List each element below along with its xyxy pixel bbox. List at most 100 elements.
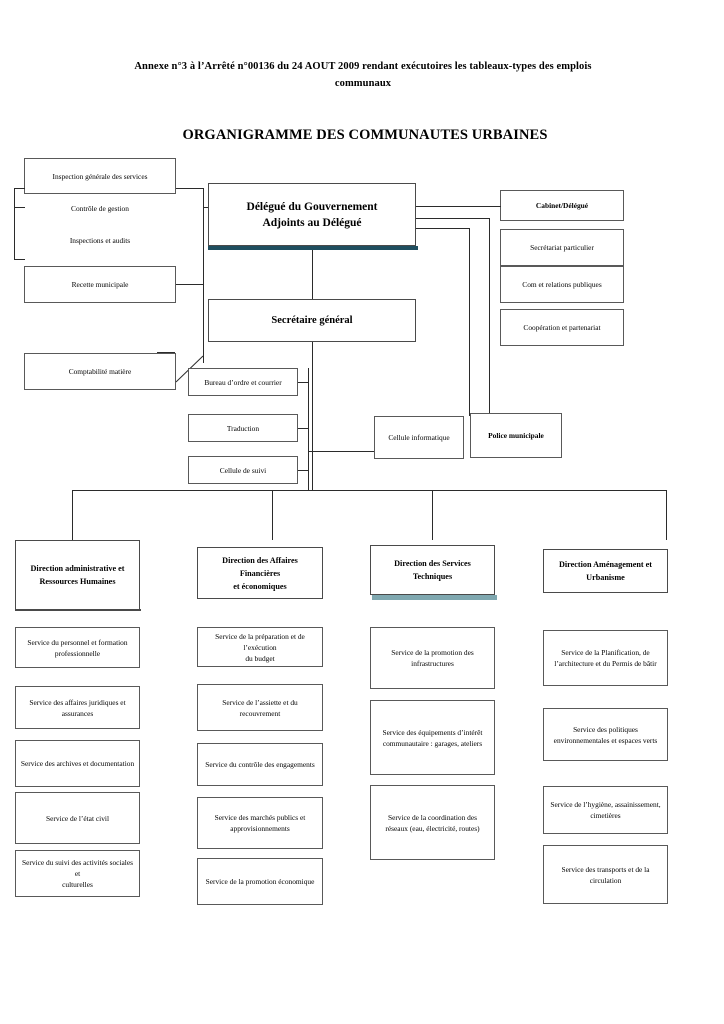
- connector-delegate-to-cabinet: [416, 206, 501, 207]
- direction-1-box[interactable]: Direction administrative et Ressources H…: [15, 540, 140, 610]
- direction-4-service-3[interactable]: Service de l’hygiène, assainissement, ci…: [543, 786, 668, 834]
- staff-police-municipale[interactable]: Police municipale: [470, 413, 562, 458]
- direction-2-box[interactable]: Direction des Affaires Financières et éc…: [197, 547, 323, 599]
- staff-label: Cellule informatique: [388, 433, 450, 442]
- connector-delegate-to-sg: [312, 250, 313, 299]
- service-label: Service des marchés publics et approvisi…: [214, 813, 306, 833]
- direction-title: Direction des Services Techniques: [394, 559, 471, 581]
- direction-4-service-4[interactable]: Service des transports et de la circulat…: [543, 845, 668, 904]
- direction-3-box[interactable]: Direction des Services Techniques: [370, 545, 495, 595]
- direction-1-service-3[interactable]: Service des archives et documentation: [15, 740, 140, 787]
- direction-3-shadow: [372, 595, 497, 600]
- secretary-general-box[interactable]: [208, 299, 416, 342]
- direction-2-service-3[interactable]: Service du contrôle des engagements: [197, 743, 323, 786]
- direction-4-service-2[interactable]: Service des politiques environnementales…: [543, 708, 668, 761]
- direction-3-service-2[interactable]: Service des équipements d’intérêt commun…: [370, 700, 495, 775]
- service-label: Service du personnel et formation profes…: [27, 637, 128, 658]
- bus-drop-direction-1: [72, 490, 73, 540]
- direction-title: Direction des Affaires Financières et éc…: [222, 555, 298, 591]
- staff-label: Police municipale: [488, 431, 544, 440]
- right-item-label: Cabinet/Délégué: [535, 201, 589, 210]
- left-bracket-stub-bottom: [14, 259, 25, 260]
- direction-2-service-4[interactable]: Service des marchés publics et approvisi…: [197, 797, 323, 849]
- secretary-general-label-wrap: Secrétaire général: [208, 299, 416, 342]
- left-item-recette-municipale[interactable]: Recette municipale: [24, 266, 176, 303]
- connector-recette-to-trunk: [176, 284, 204, 285]
- service-label: Service du contrôle des engagements: [205, 760, 315, 769]
- left-item-controle-de-gestion[interactable]: Contrôle de gestion: [24, 198, 176, 218]
- right-item-label: Coopération et partenariat: [523, 323, 601, 332]
- bus-drop-direction-4: [666, 490, 667, 540]
- service-label: Service du suivi des activités sociales …: [21, 858, 134, 889]
- service-label: Service de la Planification, de l’archit…: [554, 648, 657, 668]
- right-item-com-relations-publiques[interactable]: Com et relations publiques: [500, 266, 624, 303]
- delegate-box[interactable]: Délégué du Gouvernement Adjoints au Délé…: [208, 183, 416, 246]
- staff-cellule-informatique[interactable]: Cellule informatique: [374, 416, 464, 459]
- left-item-comptabilite-matiere[interactable]: Comptabilité matière: [24, 353, 176, 390]
- unit-traduction[interactable]: Traduction: [188, 414, 298, 442]
- left-item-label: Inspection générale des services: [52, 171, 148, 181]
- direction-2-service-1[interactable]: Service de la préparation et de l’exécut…: [197, 627, 323, 667]
- right-item-cooperation-partenariat[interactable]: Coopération et partenariat: [500, 309, 624, 346]
- connector-inspection-to-trunk: [176, 188, 204, 189]
- stub-cellule-suivi: [298, 470, 309, 471]
- left-item-label: Inspections et audits: [69, 235, 131, 245]
- connector-trunk-to-delegate: [203, 207, 211, 208]
- direction-2-service-5[interactable]: Service de la promotion économique: [197, 858, 323, 905]
- unit-label: Cellule de suivi: [219, 465, 267, 475]
- service-label: Service des politiques environnementales…: [553, 724, 658, 745]
- right-item-cabinet-delegue[interactable]: Cabinet/Délégué: [500, 190, 624, 221]
- direction-1-service-4[interactable]: Service de l’état civil: [15, 792, 140, 844]
- secretary-general-label: Secrétaire général: [271, 314, 353, 326]
- direction-title: Direction Aménagement et Urbanisme: [558, 560, 653, 582]
- directions-bus-horizontal: [72, 490, 666, 491]
- service-label: Service des archives et documentation: [20, 759, 135, 768]
- service-label: Service de l’assiette et du recouvrement: [222, 697, 298, 718]
- direction-1-service-2[interactable]: Service des affaires juridiques et assur…: [15, 686, 140, 729]
- service-label: Service de la promotion économique: [205, 877, 315, 886]
- right-item-label: Secrétariat particulier: [530, 243, 594, 252]
- left-item-label: Recette municipale: [71, 280, 129, 289]
- service-label: Service des équipements d’intérêt commun…: [382, 727, 483, 748]
- left-bracket-spine: [14, 188, 15, 260]
- connector-spine-to-cellule-info: [308, 451, 374, 452]
- unit-cellule-de-suivi[interactable]: Cellule de suivi: [188, 456, 298, 484]
- direction-3-service-3[interactable]: Service de la coordination des réseaux (…: [370, 785, 495, 860]
- left-item-inspections-et-audits[interactable]: Inspections et audits: [24, 230, 176, 250]
- direction-1-shadow: [15, 609, 141, 611]
- service-label: Service de la coordination des réseaux (…: [385, 812, 480, 833]
- direction-title: Direction administrative et Ressources H…: [30, 564, 125, 586]
- unit-label: Traduction: [226, 423, 260, 433]
- direction-2-service-2[interactable]: Service de l’assiette et du recouvrement: [197, 684, 323, 731]
- service-label: Service des transports et de la circulat…: [561, 864, 650, 885]
- delegate-label: Délégué du Gouvernement Adjoints au Délé…: [246, 200, 378, 229]
- left-item-inspection-generale[interactable]: Inspection générale des services: [24, 158, 176, 194]
- left-item-label: Comptabilité matière: [68, 367, 132, 376]
- connector-drop-police: [489, 218, 490, 417]
- direction-1-service-5[interactable]: Service du suivi des activités sociales …: [15, 850, 140, 897]
- left-bracket-stub-mid: [14, 207, 25, 208]
- left-bracket-stub-top: [14, 188, 25, 189]
- page-title: ORGANIGRAMME DES COMMUNAUTES URBAINES: [182, 127, 548, 143]
- service-label: Service des affaires juridiques et assur…: [29, 697, 126, 718]
- unit-label: Bureau d’ordre et courrier: [204, 377, 282, 387]
- right-item-secretariat-particulier[interactable]: Secrétariat particulier: [500, 229, 624, 266]
- secretariat-units-spine: [308, 368, 309, 490]
- bus-drop-direction-2: [272, 490, 273, 540]
- connector-delegate-right-stub-a: [416, 218, 489, 219]
- service-label: Service de la promotion des infrastructu…: [391, 648, 474, 668]
- connector-drop-cellule-info: [469, 228, 470, 416]
- unit-bureau-ordre-courrier[interactable]: Bureau d’ordre et courrier: [188, 368, 298, 396]
- bus-drop-direction-3: [432, 490, 433, 540]
- left-item-label: Contrôle de gestion: [71, 203, 129, 213]
- service-label: Service de l’hygiène, assainissement, ci…: [550, 800, 661, 820]
- service-label: Service de l’état civil: [46, 813, 109, 823]
- connector-comptabilite-top-stub: [157, 352, 175, 353]
- direction-1-service-1[interactable]: Service du personnel et formation profes…: [15, 627, 140, 668]
- left-trunk-vertical: [203, 188, 204, 363]
- direction-4-box[interactable]: Direction Aménagement et Urbanisme: [543, 549, 668, 593]
- direction-4-service-1[interactable]: Service de la Planification, de l’archit…: [543, 630, 668, 686]
- service-label: Service de la préparation et de l’exécut…: [215, 631, 305, 663]
- direction-3-service-1[interactable]: Service de la promotion des infrastructu…: [370, 627, 495, 689]
